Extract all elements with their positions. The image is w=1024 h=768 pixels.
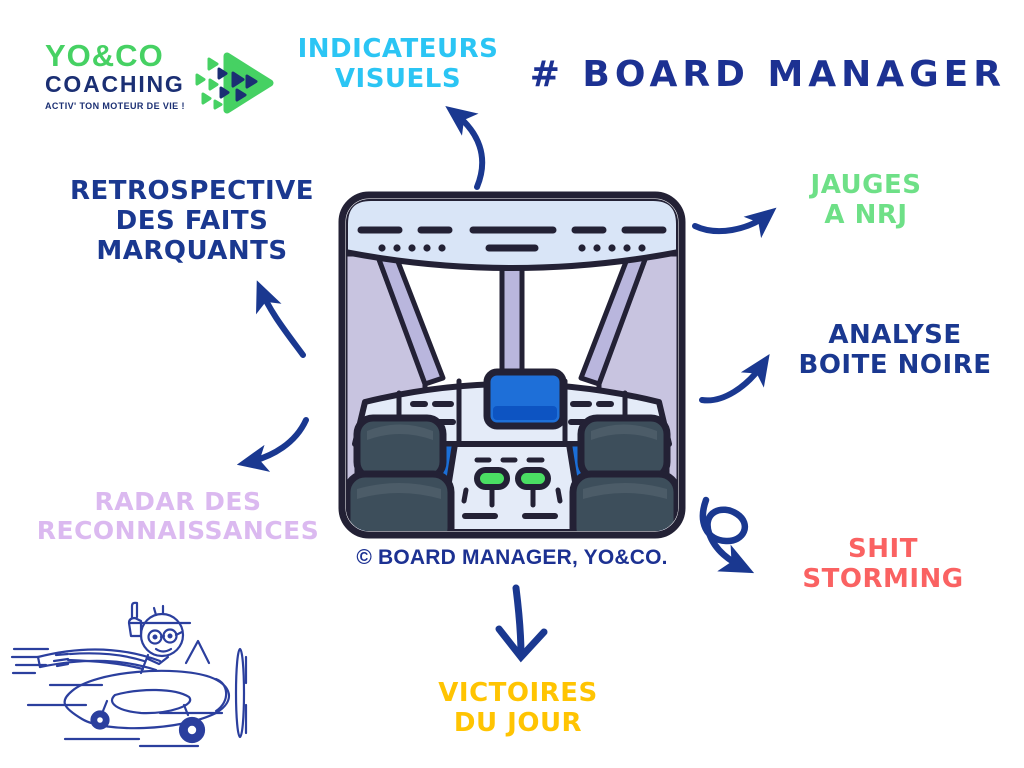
play-triangles-icon <box>195 52 274 114</box>
node-label-line: RETROSPECTIVE <box>69 176 315 206</box>
logo-tagline: ACTIV' TON MOTEUR DE VIE ! <box>45 101 185 112</box>
node-label-line: A NRJ <box>824 200 908 231</box>
logo-text: YO&CO COACHING ACTIV' TON MOTEUR DE VIE … <box>45 40 185 111</box>
arrow-loop-to-shit-storming <box>699 496 755 574</box>
node-label-line: DES FAITS <box>115 206 269 237</box>
node-label-line: VICTOIRES <box>438 678 598 708</box>
node-label-line: INDICATEURS <box>297 34 499 64</box>
arrow-to-retrospective <box>256 280 306 358</box>
node-label-line: RECONNAISSANCES <box>36 516 320 545</box>
arrow-to-victoires-shaft <box>512 584 525 659</box>
logo-brand-top: YO&CO <box>45 38 164 73</box>
airplane-cockpit-illustration <box>338 191 686 539</box>
arrow-to-analyse-boite-noire <box>699 354 770 404</box>
node-jauges-a-nrj: JAUGES A NRJ <box>766 170 966 230</box>
node-label-line: BOITE NOIRE <box>798 350 992 381</box>
node-label-line: DU JOUR <box>453 708 583 739</box>
node-shit-storming: SHIT STORMING <box>783 534 983 594</box>
arrow-to-radar-reconnaissances <box>236 417 309 472</box>
logo: YO&CO COACHING ACTIV' TON MOTEUR DE VIE … <box>45 40 275 122</box>
node-label-line: ANALYSE <box>828 320 962 350</box>
airplane-doodle-icon <box>10 601 248 748</box>
node-radar-des-reconnaissances: RADAR DES RECONNAISSANCES <box>18 487 338 545</box>
node-analyse-boite-noire: ANALYSE BOITE NOIRE <box>770 320 1020 380</box>
node-indicateurs-visuels: INDICATEURS VISUELS <box>258 34 538 94</box>
node-victoires-du-jour: VICTOIRES DU JOUR <box>398 678 638 738</box>
node-label-line: SHIT <box>848 534 918 564</box>
node-label-line: STORMING <box>802 564 964 595</box>
node-label-line: VISUELS <box>334 64 462 95</box>
copyright-caption: © BOARD MANAGER, YO&CO. <box>356 546 668 569</box>
node-label-line: JAUGES <box>810 170 922 200</box>
page-title: # BOARD MANAGER <box>529 54 1006 95</box>
arrow-to-jauges-a-nrj <box>692 207 777 239</box>
arrow-to-indicateurs-visuels <box>445 105 486 190</box>
node-retrospective-des-faits-marquants: RETROSPECTIVE DES FAITS MARQUANTS <box>42 176 342 266</box>
node-label-line: MARQUANTS <box>96 236 288 267</box>
arrow-to-victoires-head <box>495 625 548 663</box>
node-label-line: RADAR DES <box>94 487 262 516</box>
logo-brand-bottom: COACHING <box>45 71 185 97</box>
